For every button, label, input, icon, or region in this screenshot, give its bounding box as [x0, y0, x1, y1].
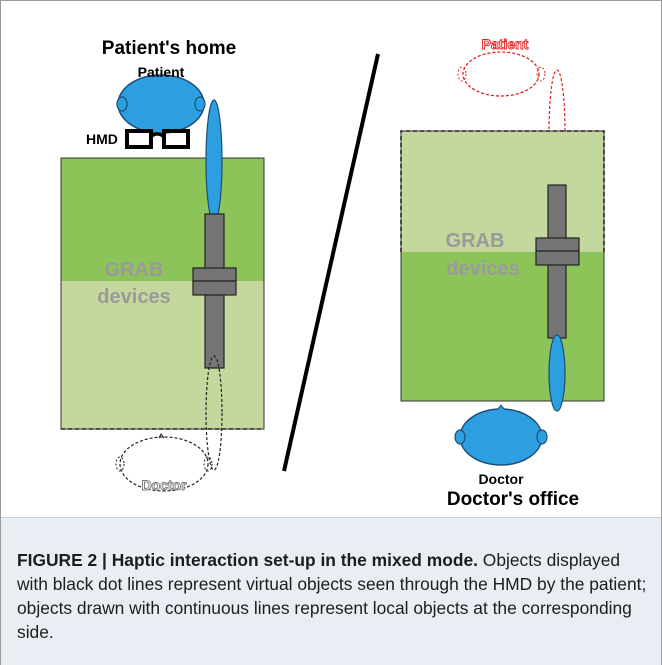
right-table-real-area [401, 252, 604, 401]
hmd-label: HMD [86, 131, 118, 147]
patient-arm [205, 99, 223, 223]
patient-label: Patient [138, 64, 185, 80]
patient-head [116, 74, 206, 134]
virtual-patient-label: Patient [482, 36, 529, 52]
figure-diagram: Patient's home Patient HMD [60, 36, 605, 510]
caption-box [1, 517, 661, 665]
left-panel: Patient's home Patient HMD [60, 38, 265, 493]
right-devices-label-line2: devices [446, 258, 519, 280]
doctor-arm [548, 334, 566, 412]
right-table-outline [400, 130, 605, 402]
left-table-real-area [61, 158, 264, 281]
panel-divider [282, 53, 380, 472]
virtual-doctor-head [115, 433, 213, 492]
caption-lead: FIGURE 2 | Haptic interaction set-up in … [17, 550, 478, 570]
left-panel-title: Patient's home [102, 38, 236, 59]
virtual-patient-head [457, 51, 546, 97]
doctor-label: Doctor [478, 471, 524, 487]
right-devices-label-line1: GRAB [446, 230, 505, 252]
virtual-doctor-label: Doctor [141, 477, 187, 493]
left-devices-label-line2: devices [97, 286, 170, 308]
right-panel: Patient GRAB devices [400, 36, 605, 510]
right-table-virtual-area [401, 131, 604, 252]
right-panel-title: Doctor's office [447, 489, 579, 510]
figure-caption: FIGURE 2 | Haptic interaction set-up in … [17, 548, 647, 644]
doctor-head [454, 404, 548, 466]
left-table-virtual-area [61, 281, 264, 429]
left-devices-label-line1: GRAB [105, 259, 164, 281]
right-grab-device [535, 184, 580, 339]
virtual-doctor-arm [205, 355, 223, 471]
caption-body: Objects displayed with black dot lines r… [17, 550, 647, 642]
left-grab-device [192, 213, 237, 369]
hmd-glasses-icon [125, 129, 190, 149]
